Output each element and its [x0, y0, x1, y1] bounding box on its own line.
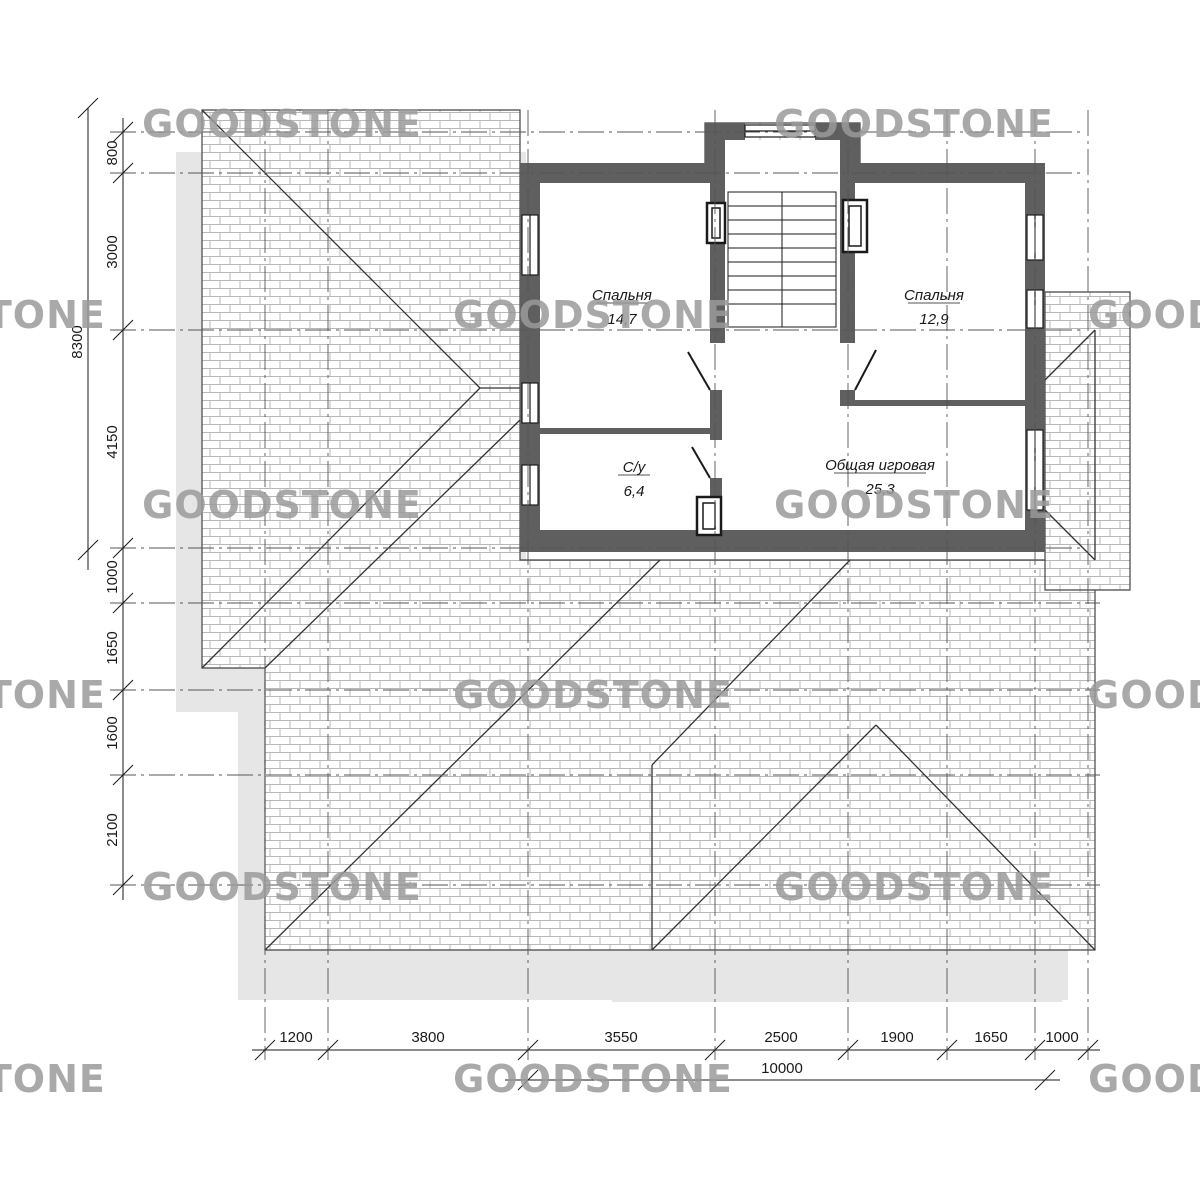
dim-bottom-3550: 3550: [604, 1029, 637, 1046]
dim-left-1600: 1600: [104, 716, 121, 749]
watermark: GOODSTONE: [774, 483, 1054, 527]
room-playroom-area: 25,3: [864, 481, 895, 498]
axis-lines: [110, 110, 1100, 1060]
watermark: GOODSTONE: [453, 673, 733, 717]
room-bedroom-right-name: Спальня: [904, 287, 964, 304]
dimension-lines-bottom: [252, 1039, 1100, 1091]
dim-bottom-1200: 1200: [279, 1029, 312, 1046]
watermark: GOODSTONE: [142, 483, 422, 527]
watermark: GOODSTONE: [774, 865, 1054, 909]
watermark: GOODSTONE: [1088, 673, 1200, 717]
room-labels: Спальня 14,7 Спальня 12,9 С/у 6,4 Общая …: [592, 287, 964, 500]
door-bedroom-left: [687, 351, 711, 391]
dimension-texts-left: 8300 800 3000 4150 1000 1650 1600 2100: [69, 140, 121, 846]
dim-left-1000: 1000: [104, 560, 121, 593]
watermark: GOODSTONE: [1088, 293, 1200, 337]
windows: [521, 124, 1044, 511]
roof-ridges: [201, 109, 1096, 951]
dim-bottom-1650: 1650: [974, 1029, 1007, 1046]
dim-left-3000: 3000: [104, 235, 121, 268]
chimney-right: [841, 198, 869, 254]
room-bedroom-left-area: 14,7: [607, 311, 637, 328]
partition-column: [840, 390, 855, 406]
watermark: GOODSTONE: [774, 102, 1054, 146]
stair-tower-top-left: [705, 123, 745, 140]
watermark: GOODSTONE: [453, 293, 733, 337]
watermark: GOODSTONE: [453, 1057, 733, 1101]
watermark: GOODSTONE: [142, 102, 422, 146]
stair-tower-top-right: [815, 123, 860, 140]
room-bathroom-area: 6,4: [624, 483, 645, 500]
watermark: GOODSTONE: [1088, 1057, 1200, 1101]
watermark: GOODSTONE: [0, 1057, 106, 1101]
partition-bath-top: [540, 428, 710, 434]
dimension-texts-bottom: 1200 3800 3550 2500 1900 1650 1000 10000: [279, 1029, 1078, 1077]
dim-left-2100: 2100: [104, 813, 121, 846]
room-bedroom-right-area: 12,9: [919, 311, 949, 328]
doors: [687, 349, 877, 479]
watermarks: GOODSTONE GOODSTONE GOODSTONE GOODSTONE …: [0, 102, 1200, 1101]
dim-left-800: 800: [104, 140, 121, 165]
dim-bottom-3800: 3800: [411, 1029, 444, 1046]
dimension-lines-left: [77, 97, 134, 900]
dim-left-1650: 1650: [104, 631, 121, 664]
dim-left-total: 8300: [69, 325, 86, 358]
partition-bath-side: [710, 390, 722, 440]
watermark: GOODSTONE: [142, 865, 422, 909]
staircase: [727, 191, 837, 328]
dim-bottom-total: 10000: [761, 1060, 803, 1077]
dim-bottom-1000: 1000: [1045, 1029, 1078, 1046]
watermark: GOODSTONE: [0, 673, 106, 717]
dim-bottom-2500: 2500: [764, 1029, 797, 1046]
chimney-left: [705, 201, 727, 245]
room-bedroom-left-name: Спальня: [592, 287, 652, 304]
room-playroom-name: Общая игровая: [825, 457, 935, 474]
door-bathroom: [691, 446, 711, 479]
chimneys: [695, 198, 869, 537]
dim-left-4150: 4150: [104, 425, 121, 458]
partition-playroom: [855, 400, 1025, 406]
watermark: GOODSTONE: [0, 293, 106, 337]
outer-wall-bottom: [520, 530, 1045, 552]
dim-bottom-1900: 1900: [880, 1029, 913, 1046]
room-bathroom-name: С/у: [623, 459, 647, 476]
door-bedroom-right: [854, 349, 877, 391]
